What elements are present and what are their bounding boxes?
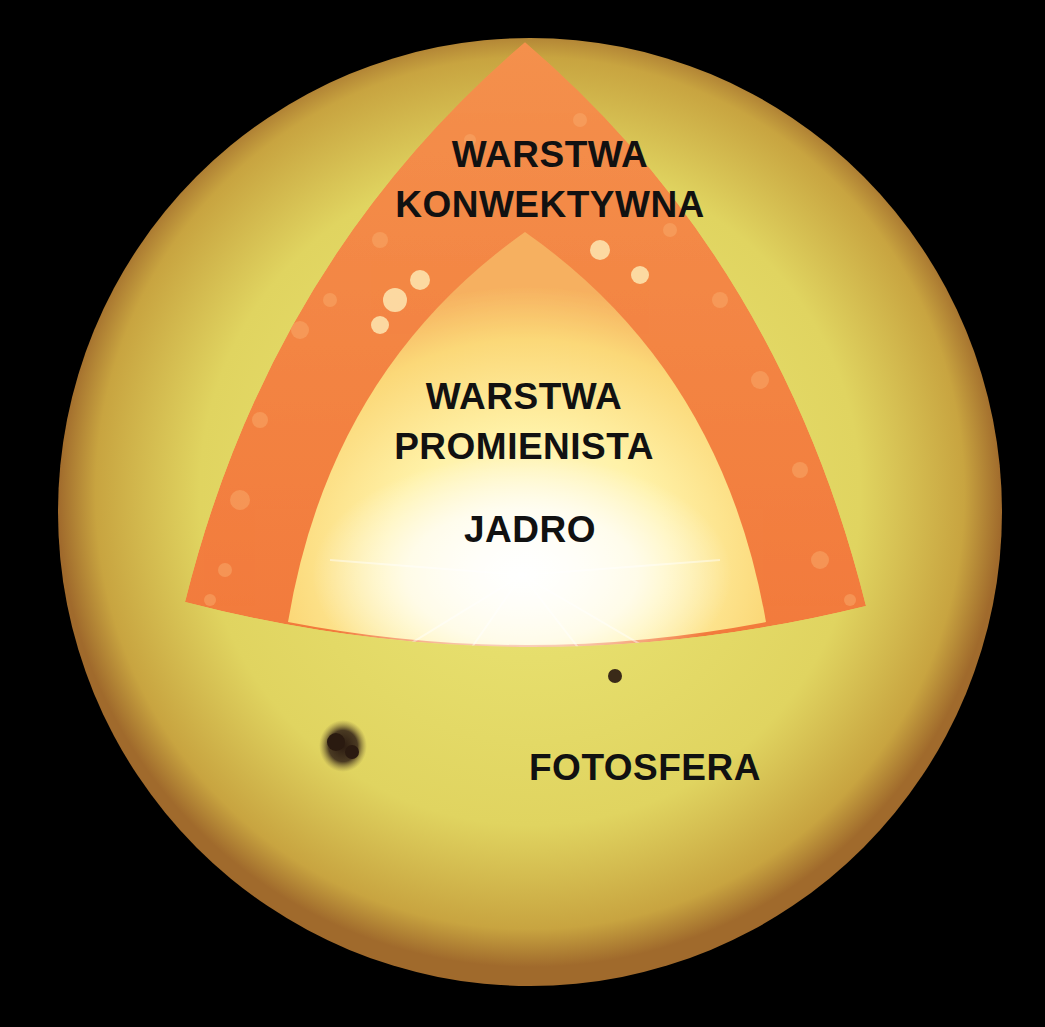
sunspot: [319, 720, 367, 772]
sunspot-umbra: [345, 745, 359, 759]
core-rays: [330, 560, 720, 650]
cutaway: [185, 42, 866, 695]
sunspot-umbra: [327, 733, 345, 751]
sunspot: [608, 669, 622, 683]
zone-boundary-blobs: [371, 240, 649, 334]
part-label: FOTOSFERA: [529, 743, 761, 793]
photosphere-disc: [58, 38, 1002, 986]
part-label: WARSTWA KONWEKTYWNA: [395, 130, 705, 230]
core-glow: [312, 455, 732, 695]
part-label: WARSTWA PROMIENISTA: [394, 372, 654, 472]
part-label: JADRO: [464, 505, 596, 555]
